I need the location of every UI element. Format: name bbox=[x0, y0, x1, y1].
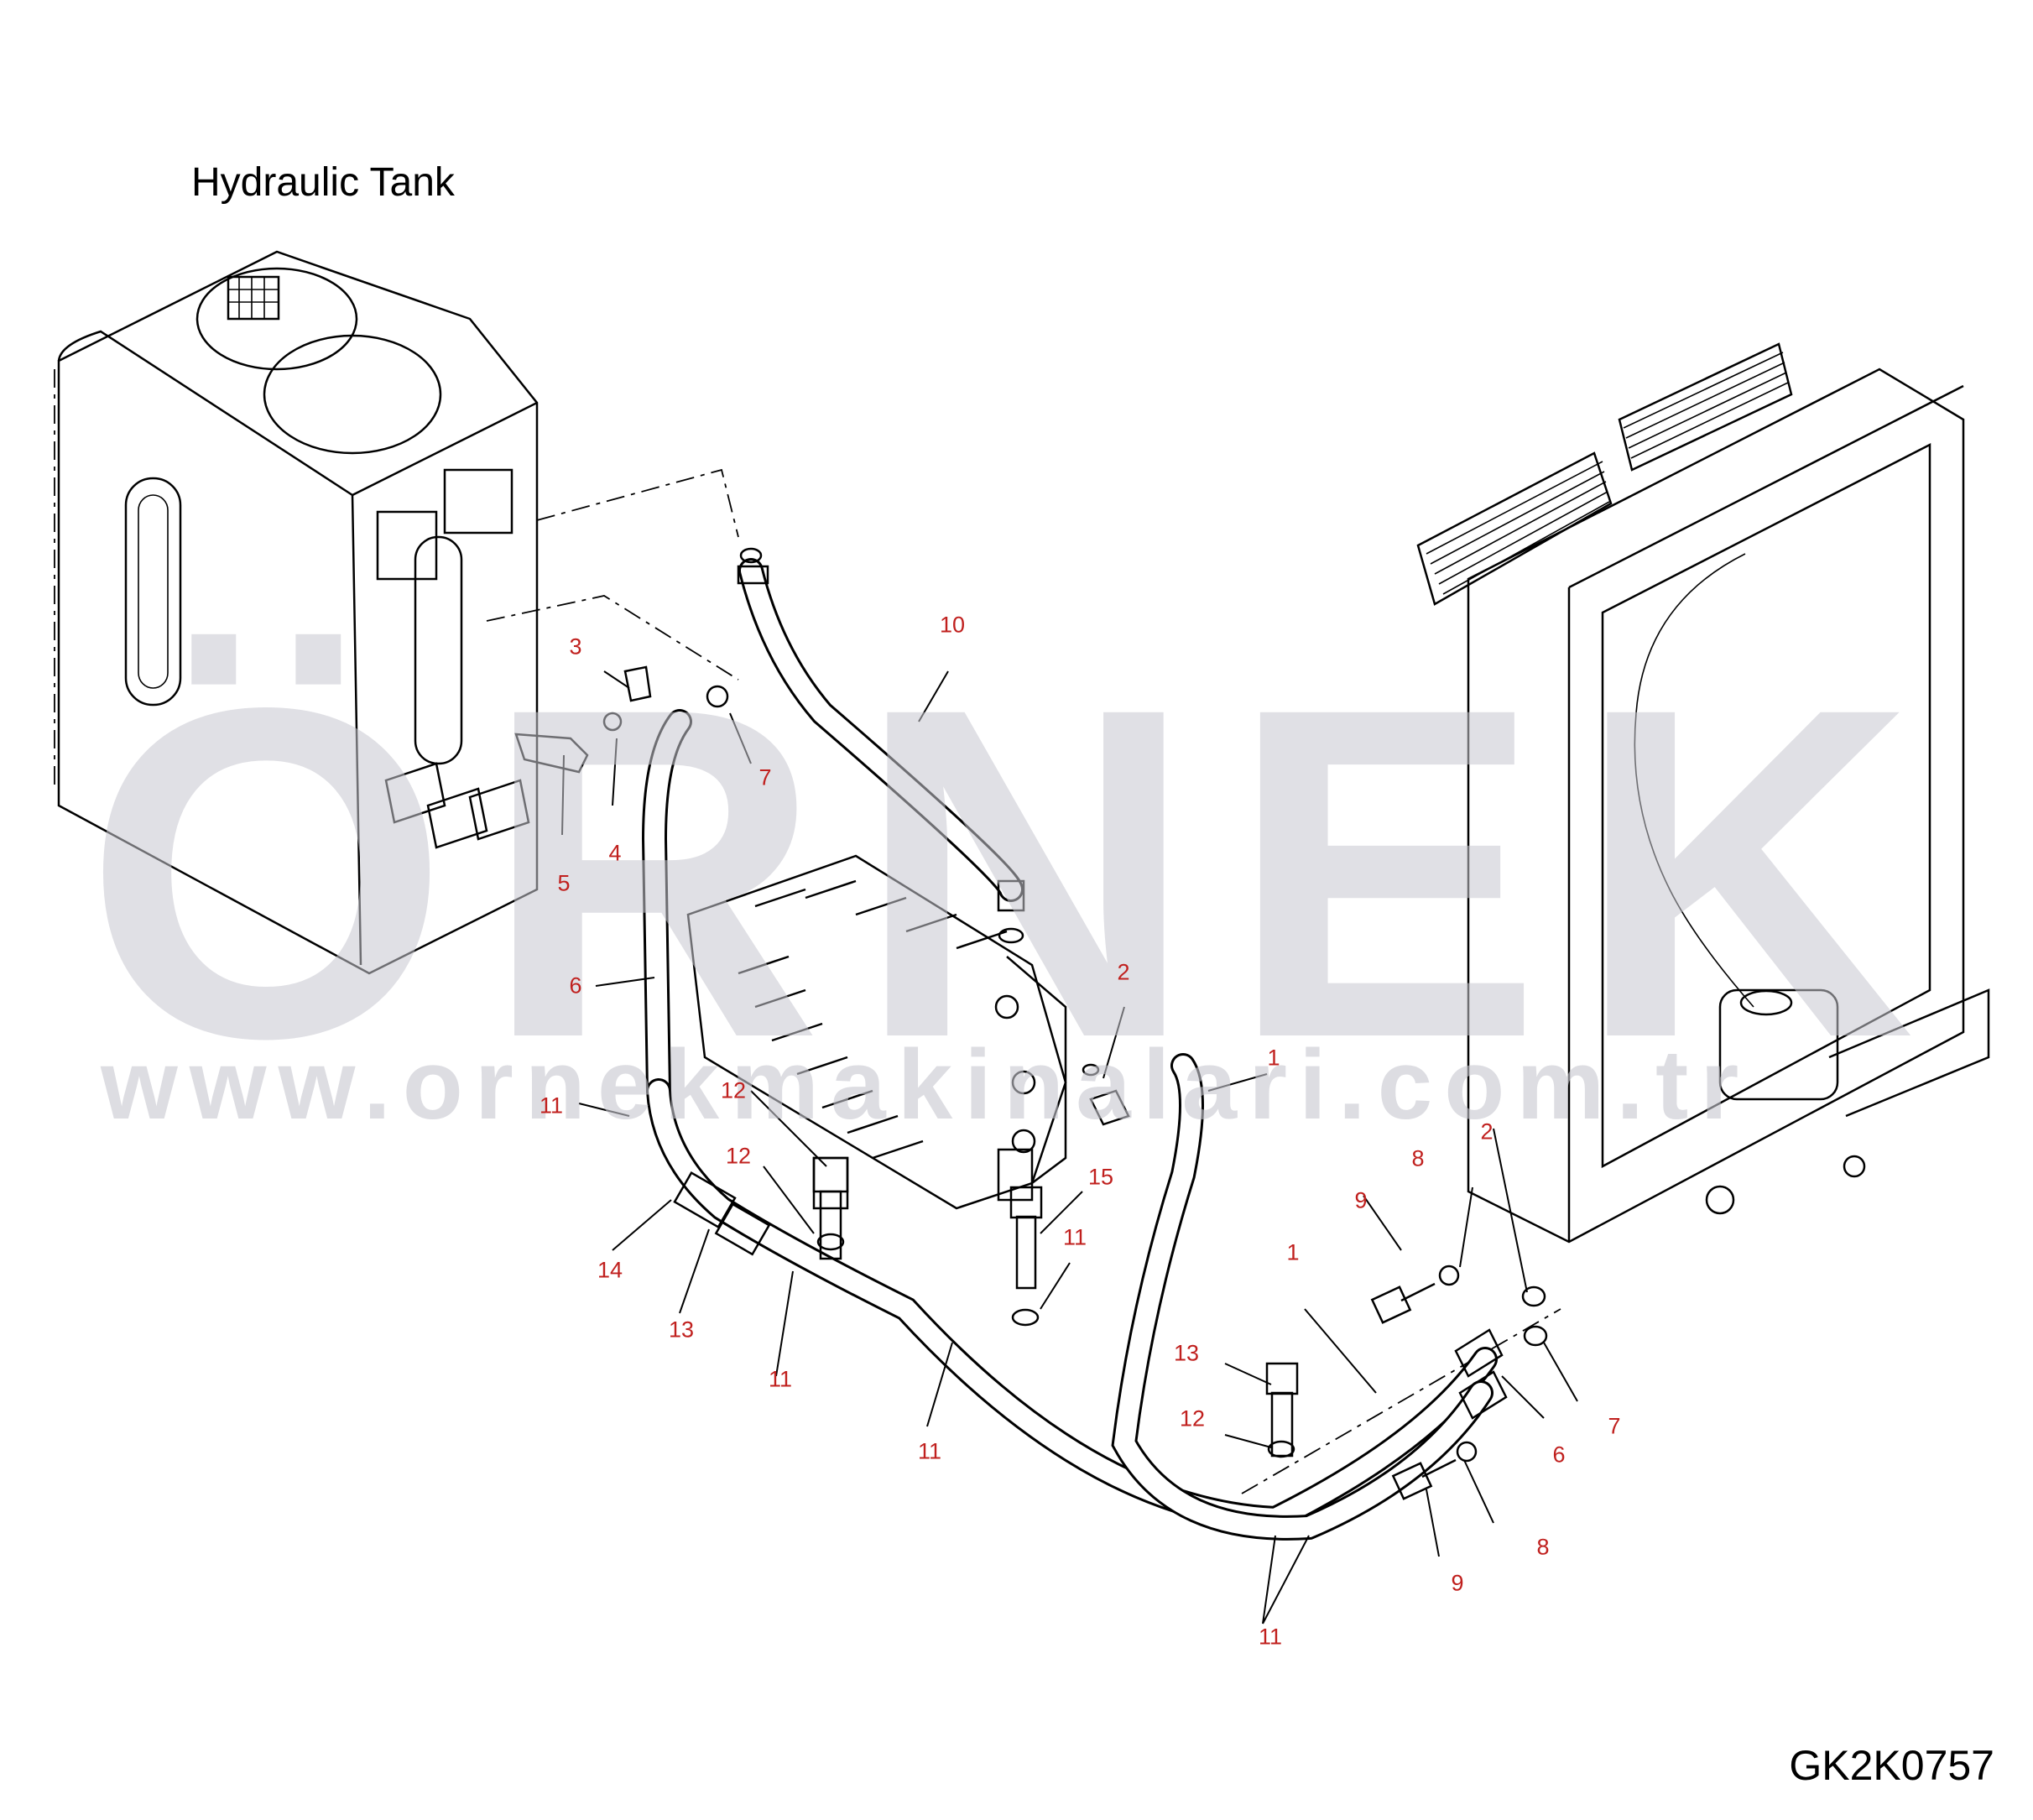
callout-10: 10 bbox=[939, 612, 966, 638]
callout-13: 12 bbox=[720, 1077, 747, 1103]
callout-3: 3 bbox=[569, 634, 582, 660]
callout-1: 1 bbox=[1286, 1239, 1300, 1265]
watermark-url: www.ornekmakinalari.com.tr bbox=[101, 1030, 1751, 1140]
fittings bbox=[514, 547, 1548, 1500]
callout-12: 12 bbox=[1179, 1405, 1206, 1431]
callout-9: 9 bbox=[1354, 1187, 1368, 1213]
watermark-logo: ÖRNEK bbox=[84, 610, 1949, 1135]
radiator bbox=[1241, 342, 1990, 1494]
callout-11: 11 bbox=[539, 1093, 564, 1119]
hydraulic-tank bbox=[54, 250, 739, 975]
callout-14: 13 bbox=[668, 1317, 695, 1343]
callout-1: 1 bbox=[1267, 1045, 1280, 1071]
callout-12: 12 bbox=[725, 1143, 752, 1169]
callout-11: 11 bbox=[1258, 1624, 1283, 1650]
callout-2: 2 bbox=[1480, 1119, 1493, 1145]
callout-11: 11 bbox=[917, 1438, 942, 1464]
callout-13: 13 bbox=[1173, 1340, 1200, 1366]
callout-6: 6 bbox=[569, 973, 582, 999]
control-valve bbox=[686, 854, 1067, 1210]
drawing-code: GK2K0757 bbox=[1789, 1742, 1994, 1789]
callout-16: 15 bbox=[1087, 1164, 1114, 1190]
callout-6: 6 bbox=[1552, 1442, 1566, 1468]
leader-lines bbox=[561, 670, 1578, 1624]
callout-12: 11 bbox=[1062, 1224, 1087, 1250]
callout-5: 5 bbox=[557, 870, 571, 896]
callout-8: 8 bbox=[1411, 1145, 1425, 1171]
callout-9: 9 bbox=[1451, 1570, 1464, 1596]
diagram-title: Hydraulic Tank bbox=[191, 160, 455, 205]
callout-7: 7 bbox=[758, 764, 772, 790]
callout-2: 2 bbox=[1117, 959, 1130, 985]
callout-11: 11 bbox=[768, 1366, 793, 1392]
callout-15: 14 bbox=[597, 1257, 623, 1283]
callout-7: 7 bbox=[1608, 1413, 1621, 1439]
callout-4: 4 bbox=[608, 840, 622, 866]
callout-8: 8 bbox=[1536, 1534, 1550, 1560]
hoses bbox=[641, 558, 1498, 1541]
